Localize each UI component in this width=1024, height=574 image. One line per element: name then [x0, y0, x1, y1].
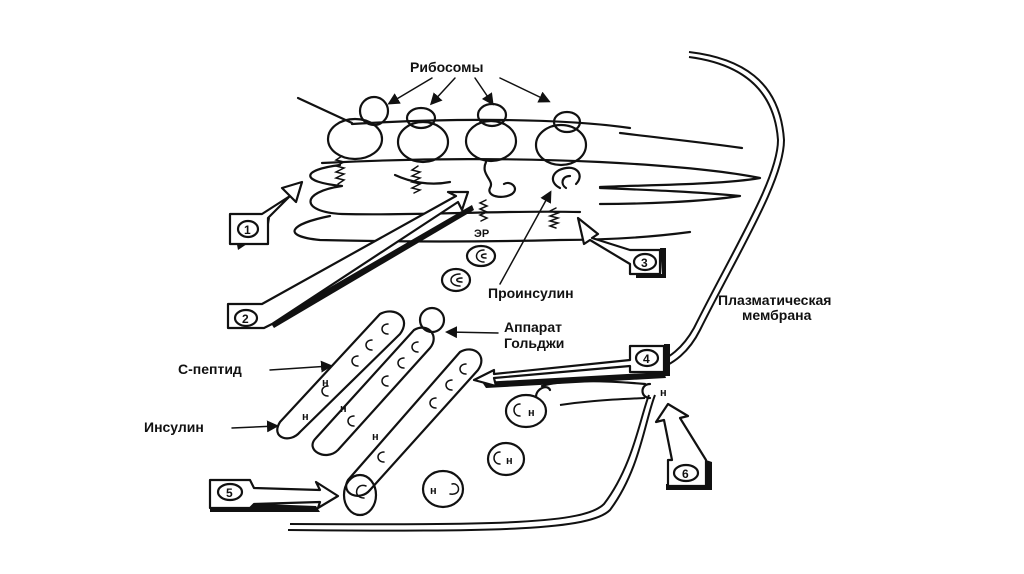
mrna-strand-start [296, 96, 354, 125]
er-membrane-top [350, 118, 632, 130]
proinsulin-label: Проинсулин [488, 285, 574, 301]
ribosome-large-subunit [396, 120, 450, 164]
step-2-badge [233, 308, 259, 328]
step-5-number: 5 [226, 486, 233, 500]
ribosome-small-subunit [552, 110, 582, 134]
plasma-membrane-label-line2: мембрана [742, 307, 812, 323]
step-2-number: 2 [242, 312, 249, 326]
ribosome-large-subunit [326, 117, 384, 161]
step-6-number: 6 [682, 467, 689, 481]
ribosome-large-subunit [464, 119, 518, 163]
svg-text:н: н [372, 431, 379, 443]
ribosome-small-subunit [476, 102, 508, 128]
step-6-arrow: 6 [654, 402, 712, 490]
insulin-pointer-arrow [231, 420, 279, 433]
step-1-number: 1 [244, 223, 251, 237]
c-peptide-pointer-arrow [269, 360, 333, 373]
ribosome-large-subunit [534, 123, 588, 167]
svg-text:н: н [506, 455, 513, 467]
svg-text:н: н [340, 403, 347, 415]
insulin-label: Инсулин [144, 419, 204, 435]
step-1-badge [236, 219, 260, 239]
endoplasmic-reticulum [293, 131, 762, 243]
step-4-badge [634, 348, 660, 368]
golgi-label-line2: Гольджи [504, 335, 564, 351]
c-peptide-label: С-пептид [178, 361, 242, 377]
ribosomes [326, 95, 588, 167]
svg-text:н: н [430, 485, 437, 497]
step-5-badge [216, 482, 244, 502]
golgi-label-line1: Аппарат [504, 319, 562, 335]
ribosome-small-subunit [405, 106, 437, 130]
step-4-arrow: 4 [472, 344, 670, 388]
svg-text:н: н [528, 407, 535, 419]
step-3-number: 3 [641, 256, 648, 270]
step-2-arrow: 2 [226, 190, 474, 330]
transport-vesicles [440, 244, 497, 293]
svg-text:н: н [302, 411, 309, 423]
secretory-granules: н н н н [342, 380, 667, 517]
golgi-pointer-arrow [445, 326, 499, 339]
svg-text:н: н [660, 387, 667, 399]
ribosomes-label: Рибосомы [410, 59, 483, 75]
step-4-number: 4 [643, 352, 650, 366]
step-5-arrow: 5 [208, 478, 340, 512]
step-3-arrow: 3 [576, 216, 666, 278]
polypeptide-coils [333, 155, 561, 229]
proinsulin-granule-er [551, 166, 581, 190]
svg-text:н: н [322, 377, 329, 389]
ribosome-pointer-arrows [387, 77, 551, 106]
er-label: ЭР [474, 228, 489, 240]
plasma-membrane [287, 51, 786, 532]
plasma-membrane-label-line1: Плазматическая [718, 292, 831, 308]
golgi-apparatus: н н н н [276, 306, 483, 497]
step-1-arrow: 1 [228, 180, 304, 250]
step-6-badge [672, 463, 700, 483]
step-3-badge [632, 252, 658, 272]
proinsulin-pointer-arrow [499, 190, 552, 285]
